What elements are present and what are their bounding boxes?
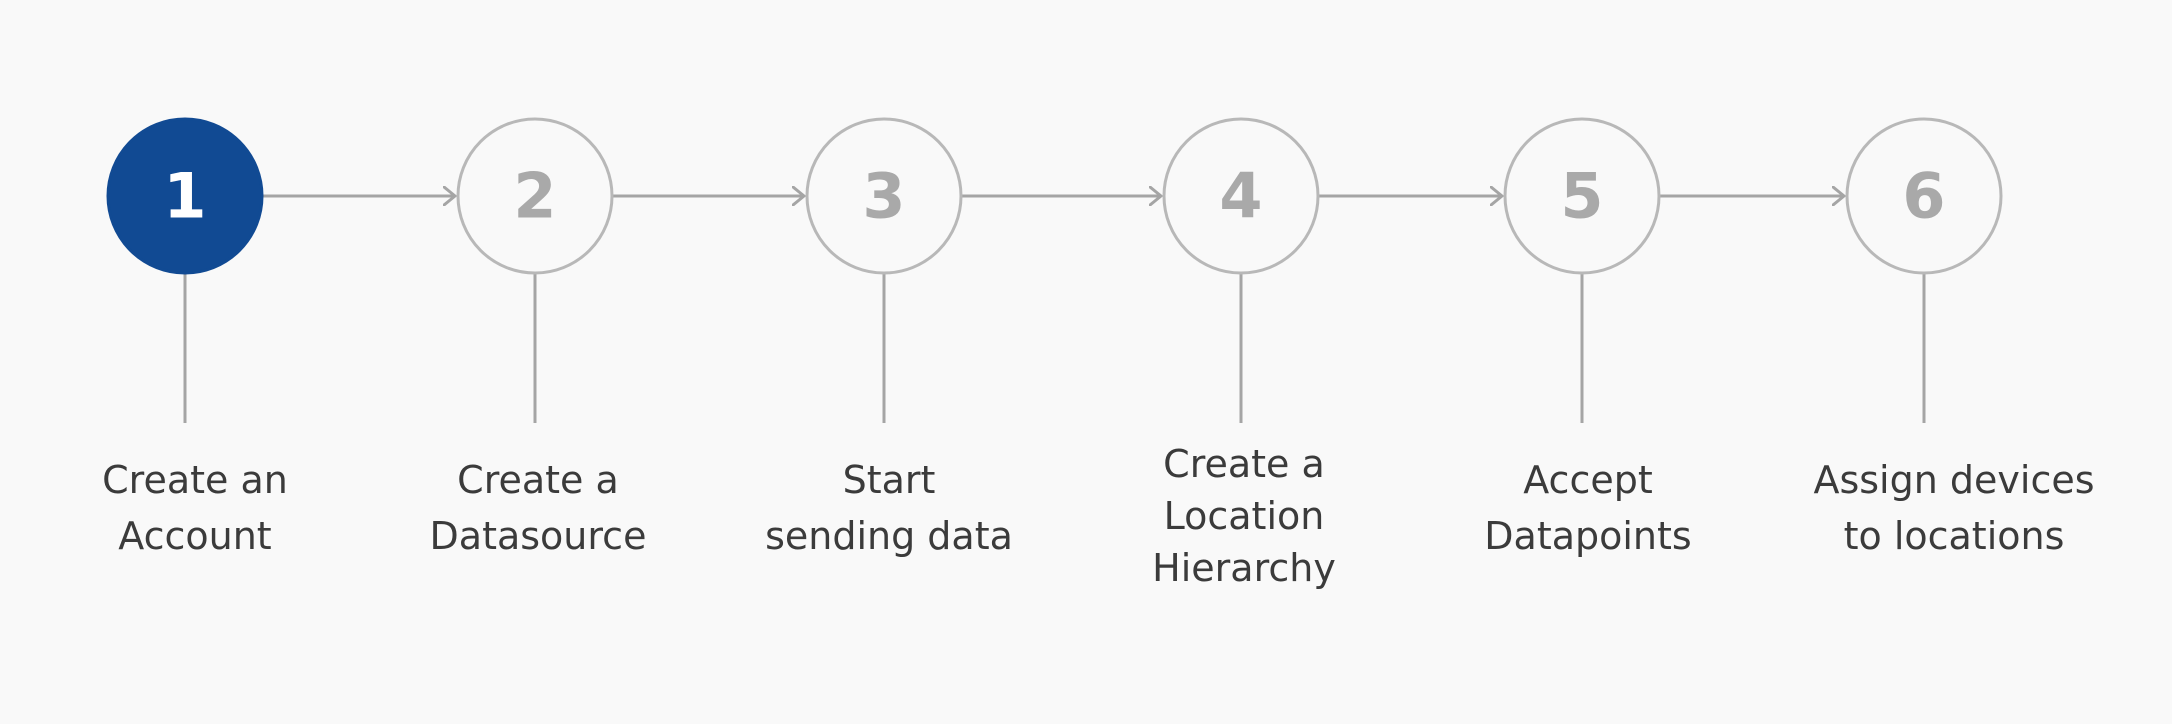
step-5-label-line: Datapoints (1484, 514, 1692, 558)
step-3-label: Start sending data (739, 452, 1039, 564)
step-3-circle (805, 117, 963, 275)
step-1-label-line: Account (118, 514, 272, 558)
step-1-label-line: Create an (102, 458, 288, 502)
step-2-label-line: Create a (457, 458, 619, 502)
step-6-label-line: Assign devices (1813, 458, 2095, 502)
step-3-label-line: Start (842, 458, 936, 502)
step-3-number: 3 (862, 160, 905, 233)
step-6-label-line: to locations (1843, 514, 2065, 558)
step-2-circle (456, 117, 614, 275)
step-2-label-line: Datasource (429, 514, 647, 558)
step-4-label-line: Hierarchy (1152, 546, 1336, 590)
connectors-group (183, 196, 1926, 423)
step-4-circle (1162, 117, 1320, 275)
step-5-number: 5 (1560, 160, 1603, 233)
step-4-label-line: Create a (1163, 442, 1325, 486)
step-6-circle (1845, 117, 2003, 275)
step-1-number: 1 (163, 160, 206, 233)
step-2-number: 2 (513, 160, 556, 233)
step-5-circle (1503, 117, 1661, 275)
step-1-label: Create an Account (45, 452, 345, 564)
step-4-number: 4 (1219, 160, 1262, 233)
step-4-label-line: Location (1163, 494, 1325, 538)
step-6-number: 6 (1902, 160, 1945, 233)
step-2-label: Create a Datasource (388, 452, 688, 564)
step-3-label-line: sending data (765, 514, 1013, 558)
steps-group: 1 2 3 4 5 6 (106, 117, 2003, 275)
step-1-circle (106, 117, 264, 275)
step-5-label-line: Accept (1523, 458, 1653, 502)
step-6-label: Assign devices to locations (1804, 452, 2104, 564)
